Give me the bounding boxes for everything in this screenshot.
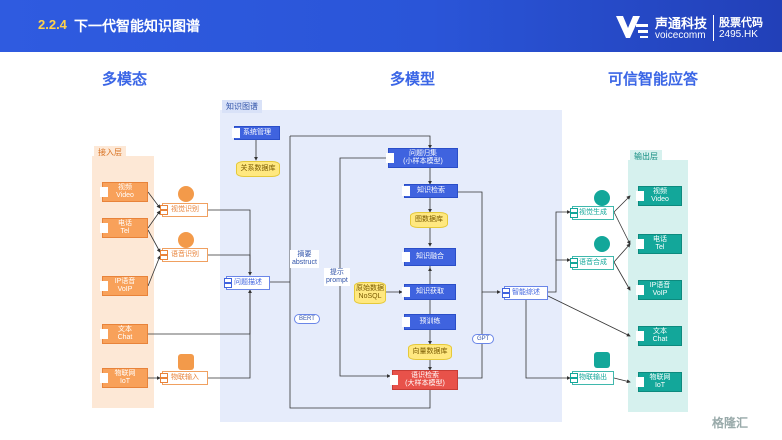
intelligent-synthesis-node: 智能综述 xyxy=(502,286,548,300)
visual-recognition-icon xyxy=(178,186,194,202)
column-heading-multimodal: 多模态 xyxy=(102,71,148,88)
brand-name-cn: 声通科技 xyxy=(655,16,708,31)
speech-synthesis-node: 语音合成 xyxy=(570,256,614,270)
vector-database: 向量数据库 xyxy=(408,344,452,360)
problem-description-node: 问题描述 xyxy=(224,276,270,290)
page-title: 下一代智能知识图谱 xyxy=(74,18,200,34)
graph-database: 图数据库 xyxy=(410,212,448,228)
brand-divider xyxy=(713,15,714,41)
section-number: 2.2.4 xyxy=(38,17,67,32)
brand-name-en: voicecomm xyxy=(655,30,706,41)
header-bar: 2.2.4 下一代智能知识图谱 声通科技 voicecomm 股票代码 2495… xyxy=(0,0,782,52)
column-heading-trusted-answer: 可信智能应答 xyxy=(608,71,699,88)
question-gathering-node: 问题归集(小样本模型) xyxy=(386,148,458,168)
iot-output-server-icon xyxy=(594,352,610,368)
input-layer-tab: 接入层 xyxy=(94,146,126,159)
iot-input-node: 物联输入 xyxy=(160,371,208,385)
output-layer-tab: 输出层 xyxy=(630,150,662,163)
pretraining-node: 预训练 xyxy=(402,314,456,330)
iot-output-node: 物联输出 xyxy=(570,371,614,385)
relational-database: 关系数据库 xyxy=(236,161,280,177)
watermark: 格隆汇 xyxy=(712,416,749,430)
knowledge-extraction-node: 知识获取 xyxy=(402,284,456,300)
speaker-icon xyxy=(594,236,610,252)
knowledge-graph-tab: 知识图谱 xyxy=(222,100,262,113)
voicecomm-logo xyxy=(616,16,648,38)
visual-recognition-node: 视觉识别 xyxy=(160,203,208,217)
microphone-icon xyxy=(178,232,194,248)
system-management-node: 系统管理 xyxy=(232,126,280,140)
knowledge-fusion-node: 知识融合 xyxy=(402,248,456,266)
semantic-retrieval-node: 语识检索(大样本模型) xyxy=(390,370,458,390)
speech-recognition-node: 语音识别 xyxy=(160,248,208,262)
bert-badge: BERT xyxy=(294,314,320,324)
stock-code-label: 股票代码 xyxy=(719,17,763,29)
visual-generation-node: 视觉生成 xyxy=(570,206,614,220)
column-heading-multimodel: 多模型 xyxy=(390,71,436,88)
iot-server-icon xyxy=(178,354,194,370)
gpt-badge: GPT xyxy=(472,334,495,344)
stock-code-value: 2495.HK xyxy=(719,29,758,40)
knowledge-retrieval-node: 知识检索 xyxy=(402,184,458,198)
visual-generation-icon xyxy=(594,190,610,206)
